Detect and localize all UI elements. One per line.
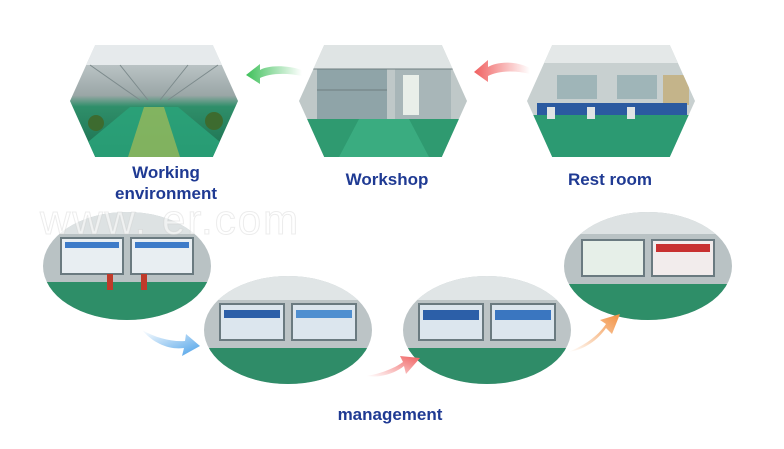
arrow-up-right-orange-icon [568,314,620,352]
rest-room-photo [527,45,695,157]
workshop-caption: Workshop [345,170,429,189]
management-board-photo-1 [43,212,211,320]
watermark-text: www. er.com [40,196,301,244]
working-environment-photo [70,45,238,157]
management-board-photo-3 [403,276,571,384]
working-environment-caption: Working environment [114,163,218,203]
arrow-left-green-icon [246,64,302,84]
management-caption: management [337,405,443,424]
arrow-left-red-icon [474,60,530,82]
workshop-photo [299,45,467,157]
rest-room-caption: Rest room [567,170,653,189]
management-board-photo-2 [204,276,372,384]
arrow-down-right-blue-icon [142,330,200,356]
management-board-photo-4 [564,212,732,320]
arrow-up-right-red-icon [366,356,420,377]
